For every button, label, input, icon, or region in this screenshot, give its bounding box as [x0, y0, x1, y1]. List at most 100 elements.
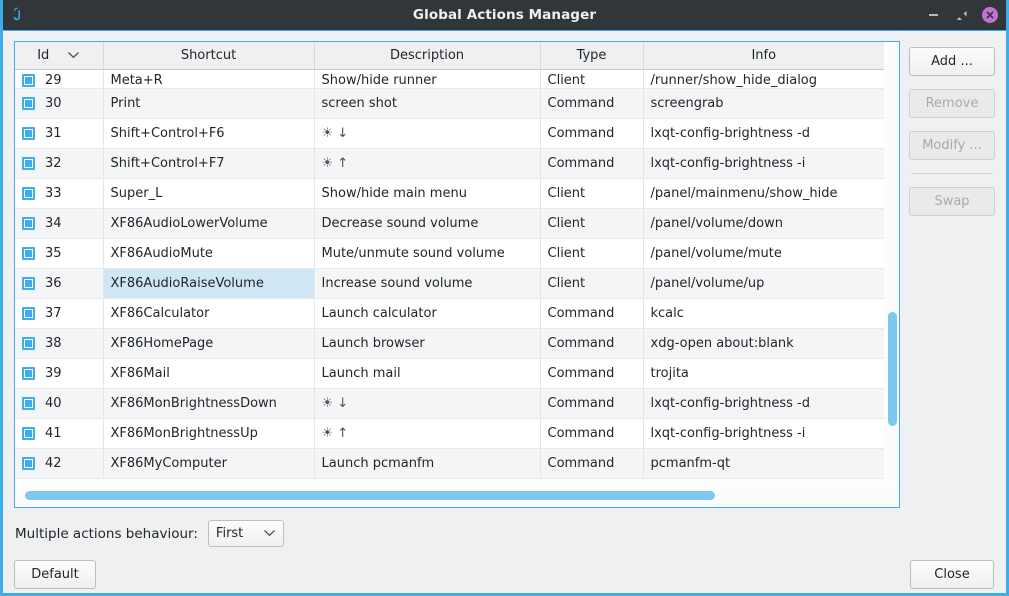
cell-info[interactable]: /panel/volume/down: [643, 208, 884, 239]
cell-shortcut[interactable]: XF86MonBrightnessDown: [103, 388, 315, 419]
cell-info[interactable]: lxqt-config-brightness -d: [643, 118, 884, 149]
row-enabled-checkbox[interactable]: [22, 456, 35, 470]
cell-id[interactable]: 34: [15, 208, 104, 239]
cell-shortcut[interactable]: XF86AudioRaiseVolume: [103, 268, 315, 299]
cell-shortcut[interactable]: XF86Calculator: [103, 298, 315, 329]
cell-info[interactable]: lxqt-config-brightness -i: [643, 148, 884, 179]
cell-id[interactable]: 32: [15, 148, 104, 179]
minimize-icon[interactable]: [926, 8, 941, 23]
cell-description[interactable]: ☀ ↑: [314, 418, 541, 449]
cell-id[interactable]: 35: [15, 238, 104, 269]
cell-description[interactable]: ☀ ↓: [314, 118, 541, 149]
cell-info[interactable]: pcmanfm-qt: [643, 448, 884, 479]
row-enabled-checkbox[interactable]: [22, 336, 35, 350]
cell-type[interactable]: Command: [540, 418, 644, 449]
cell-info[interactable]: /panel/volume/up: [643, 268, 884, 299]
cell-type[interactable]: Client: [540, 268, 644, 299]
cell-info[interactable]: /panel/mainmenu/show_hide: [643, 178, 884, 209]
cell-type[interactable]: Client: [540, 238, 644, 269]
cell-info[interactable]: screengrab: [643, 88, 884, 119]
cell-shortcut[interactable]: XF86HomePage: [103, 328, 315, 359]
column-header-description[interactable]: Description: [314, 42, 541, 70]
cell-description[interactable]: Mute/unmute sound volume: [314, 238, 541, 269]
cell-id[interactable]: 31: [15, 118, 104, 149]
cell-info[interactable]: xdg-open about:blank: [643, 328, 884, 359]
cell-description[interactable]: Increase sound volume: [314, 268, 541, 299]
behaviour-select[interactable]: First: [207, 520, 284, 547]
vertical-scrollbar[interactable]: [888, 70, 897, 461]
cell-id[interactable]: 30: [15, 88, 104, 119]
column-header-info[interactable]: Info: [643, 42, 884, 70]
row-enabled-checkbox[interactable]: [22, 96, 35, 110]
cell-info[interactable]: lxqt-config-brightness -d: [643, 388, 884, 419]
cell-type[interactable]: Client: [540, 69, 644, 89]
cell-description[interactable]: Show/hide runner: [314, 69, 541, 89]
cell-id[interactable]: 42: [15, 448, 104, 479]
cell-type[interactable]: Client: [540, 208, 644, 239]
actions-table-scroll[interactable]: Id Shortcut Descrip: [15, 42, 899, 485]
row-enabled-checkbox[interactable]: [22, 366, 35, 380]
cell-type[interactable]: Client: [540, 178, 644, 209]
cell-description[interactable]: Launch browser: [314, 328, 541, 359]
add-button[interactable]: Add ...: [909, 47, 995, 76]
close-button[interactable]: Close: [910, 560, 994, 589]
cell-type[interactable]: Command: [540, 448, 644, 479]
cell-shortcut[interactable]: Print: [103, 88, 315, 119]
cell-type[interactable]: Command: [540, 388, 644, 419]
cell-description[interactable]: screen shot: [314, 88, 541, 119]
cell-shortcut[interactable]: XF86MonBrightnessUp: [103, 418, 315, 449]
cell-shortcut[interactable]: XF86AudioLowerVolume: [103, 208, 315, 239]
column-header-shortcut[interactable]: Shortcut: [103, 42, 315, 70]
cell-id[interactable]: 36: [15, 268, 104, 299]
cell-type[interactable]: Command: [540, 358, 644, 389]
row-enabled-checkbox[interactable]: [22, 396, 35, 410]
close-icon[interactable]: [982, 7, 998, 23]
cell-shortcut[interactable]: Shift+Control+F6: [103, 118, 315, 149]
maximize-icon[interactable]: [954, 8, 969, 23]
cell-id[interactable]: 29: [15, 69, 104, 89]
column-header-type[interactable]: Type: [540, 42, 644, 70]
cell-info[interactable]: lxqt-config-brightness -i: [643, 418, 884, 449]
cell-description[interactable]: ☀ ↑: [314, 148, 541, 179]
cell-type[interactable]: Command: [540, 118, 644, 149]
row-enabled-checkbox[interactable]: [22, 126, 35, 140]
cell-info[interactable]: kcalc: [643, 298, 884, 329]
cell-id[interactable]: 37: [15, 298, 104, 329]
cell-id[interactable]: 33: [15, 178, 104, 209]
cell-shortcut[interactable]: Super_L: [103, 178, 315, 209]
cell-description[interactable]: Launch calculator: [314, 298, 541, 329]
cell-id[interactable]: 40: [15, 388, 104, 419]
row-enabled-checkbox[interactable]: [22, 306, 35, 320]
cell-id[interactable]: 41: [15, 418, 104, 449]
cell-shortcut[interactable]: XF86AudioMute: [103, 238, 315, 269]
horizontal-scrollbar[interactable]: [15, 485, 899, 507]
cell-shortcut[interactable]: Shift+Control+F7: [103, 148, 315, 179]
row-enabled-checkbox[interactable]: [22, 186, 35, 200]
column-header-id[interactable]: Id: [15, 42, 104, 70]
cell-shortcut[interactable]: Meta+R: [103, 69, 315, 89]
default-button[interactable]: Default: [14, 560, 96, 589]
cell-description[interactable]: Show/hide main menu: [314, 178, 541, 209]
cell-description[interactable]: Launch pcmanfm: [314, 448, 541, 479]
cell-description[interactable]: Decrease sound volume: [314, 208, 541, 239]
row-enabled-checkbox[interactable]: [22, 216, 35, 230]
cell-id[interactable]: 39: [15, 358, 104, 389]
cell-type[interactable]: Command: [540, 328, 644, 359]
cell-type[interactable]: Command: [540, 88, 644, 119]
cell-shortcut[interactable]: XF86MyComputer: [103, 448, 315, 479]
row-enabled-checkbox[interactable]: [22, 74, 35, 87]
cell-shortcut[interactable]: XF86Mail: [103, 358, 315, 389]
row-enabled-checkbox[interactable]: [22, 246, 35, 260]
